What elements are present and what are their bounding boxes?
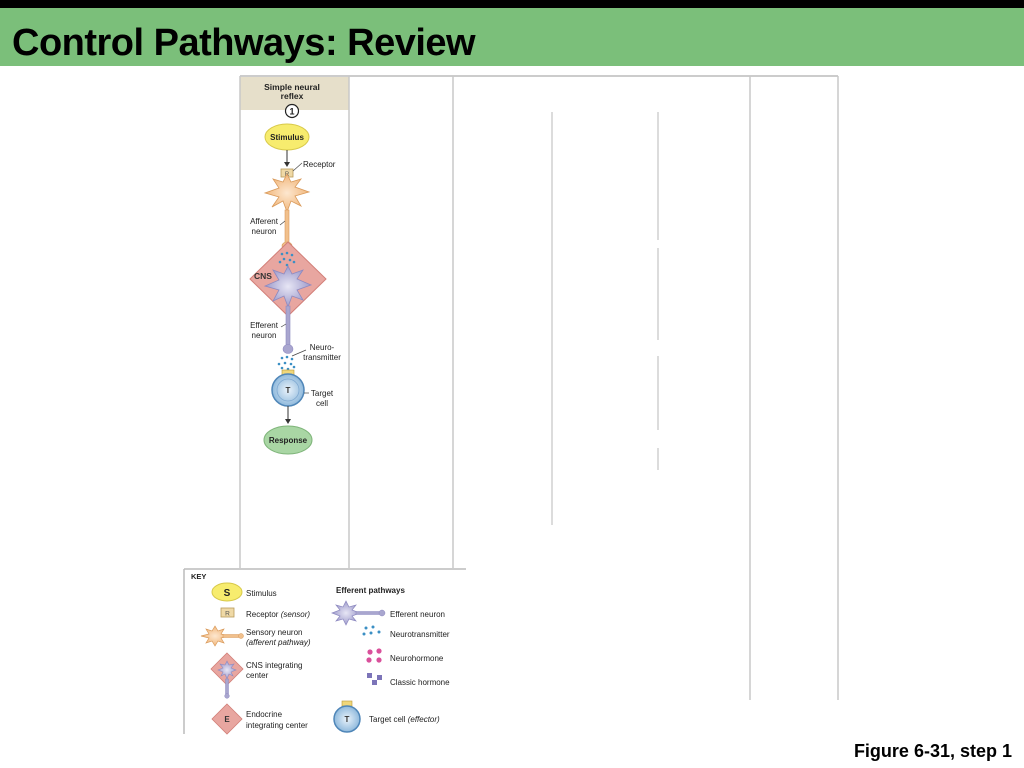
response-arrow-head (285, 419, 291, 424)
response-label: Response (269, 436, 308, 445)
key-efferent-title: Efferent pathways (336, 586, 405, 595)
key-target-icon (333, 705, 361, 733)
afferent-label-line1: Afferent (250, 217, 279, 226)
key-endocrine-letter: E (224, 715, 230, 724)
pathway-table (239, 75, 839, 700)
key-receptor-icon (220, 607, 235, 618)
stimulus-label: Stimulus (270, 133, 304, 142)
key-sensory-label: Sensory neuron (246, 628, 302, 637)
slide-title: Control Pathways: Review (12, 22, 476, 64)
neurotransmitter-label-line2: transmitter (303, 353, 341, 362)
top-black-bar (0, 0, 1024, 8)
key-cns-label-line2: center (246, 671, 269, 680)
key-receptor-letter: R (225, 611, 230, 618)
column-header-line1: Simple neural (264, 82, 320, 92)
efferent-axon (285, 305, 291, 347)
key-neurohormone-icon (366, 648, 382, 663)
step-number: 1 (289, 107, 294, 117)
afferent-axon (284, 209, 290, 245)
efferent-leader (280, 323, 287, 328)
key-sensory-note: (afferent pathway) (246, 638, 311, 647)
afferent-neuron-cell-body (263, 173, 311, 214)
key-target-label: Target cell (effector) (369, 715, 440, 724)
response-node (263, 425, 313, 455)
key-cns-label-line1: CNS integrating (246, 661, 302, 670)
receptor-leader (292, 162, 303, 172)
target-letter: T (286, 386, 291, 395)
key-neurotransmitter-icon (362, 625, 381, 636)
key-endocrine-label-line2: integrating center (246, 721, 308, 730)
key-endocrine-label-line1: Endocrine (246, 710, 283, 719)
key-sensory-neuron-icon (200, 625, 230, 647)
afferent-leader (279, 220, 286, 226)
column-header-line2: reflex (281, 91, 304, 101)
efferent-terminal (282, 344, 294, 354)
efferent-label-line2: neuron (252, 331, 277, 340)
key-classic-hormone-label: Classic hormone (390, 678, 450, 687)
key-endocrine-icon (211, 703, 243, 735)
key-efferent-neuron-icon (331, 600, 361, 626)
neurotransmitter-label-line1: Neuro- (310, 343, 335, 352)
efferent-label-line1: Efferent (250, 321, 279, 330)
key-efferent-neuron-label: Efferent neuron (390, 610, 445, 619)
neurotransmitter-leader (291, 349, 307, 357)
receptor-label: Receptor (303, 160, 336, 169)
key-neurohormone-label: Neurohormone (390, 654, 444, 663)
stimulus-arrow-head (284, 162, 290, 167)
cns-label: CNS (254, 271, 272, 281)
step-number-badge: 1 (284, 103, 300, 119)
key-classic-hormone-icon (367, 673, 382, 685)
neurotransmitter-dots (277, 355, 296, 371)
title-bar: Control Pathways: Review (0, 8, 1024, 66)
cns-synapse-dots (278, 251, 296, 267)
target-label-line1: Target (311, 389, 334, 398)
figure-caption: Figure 6-31, step 1 (853, 741, 1012, 761)
key-neurotransmitter-label: Neurotransmitter (390, 630, 450, 639)
afferent-label-line2: neuron (252, 227, 277, 236)
key-target-letter: T (345, 715, 350, 724)
target-label-line2: cell (316, 399, 328, 408)
key-stimulus-label: Stimulus (246, 589, 277, 598)
key-stimulus-icon (211, 582, 243, 602)
key-title: KEY (191, 572, 206, 581)
key-stimulus-letter: S (224, 588, 231, 599)
key-receptor-label: Receptor (sensor) (246, 610, 310, 619)
